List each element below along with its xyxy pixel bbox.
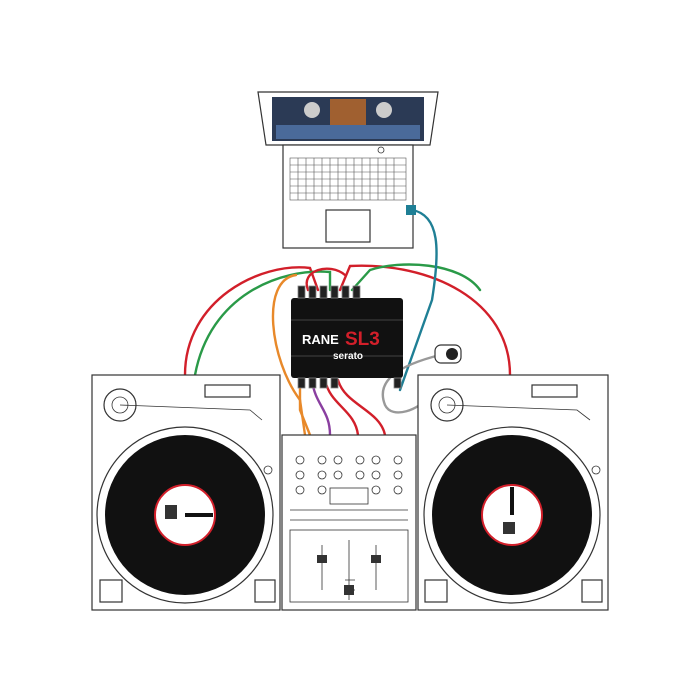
- cable-usb-teal: [398, 208, 438, 392]
- rane-logo: RANE: [302, 332, 339, 347]
- turntable-right: [417, 374, 609, 611]
- cable-red-laptop: [305, 267, 347, 292]
- cable-red-right: [338, 264, 512, 377]
- cables: [183, 208, 512, 437]
- cable-green-left: [193, 270, 332, 377]
- audio-adapter: [434, 344, 462, 364]
- laptop: [257, 91, 439, 249]
- cable-gray: [381, 353, 442, 414]
- cable-red-left: [183, 266, 320, 377]
- usb-plug-icon: [406, 205, 416, 215]
- cable-orange-2: [298, 376, 312, 437]
- sl3-model-label: SL3: [345, 329, 380, 350]
- trackpad: [325, 209, 371, 243]
- cable-green-right: [350, 263, 482, 292]
- keyboard: [289, 157, 407, 201]
- turntable-left: [91, 374, 281, 611]
- cable-orange: [271, 273, 307, 437]
- serato-label: serato: [333, 351, 363, 362]
- sl3-interface: RANE SL3 serato: [291, 285, 403, 389]
- cable-red-mixer-2: [336, 378, 387, 437]
- mixer: [281, 434, 417, 611]
